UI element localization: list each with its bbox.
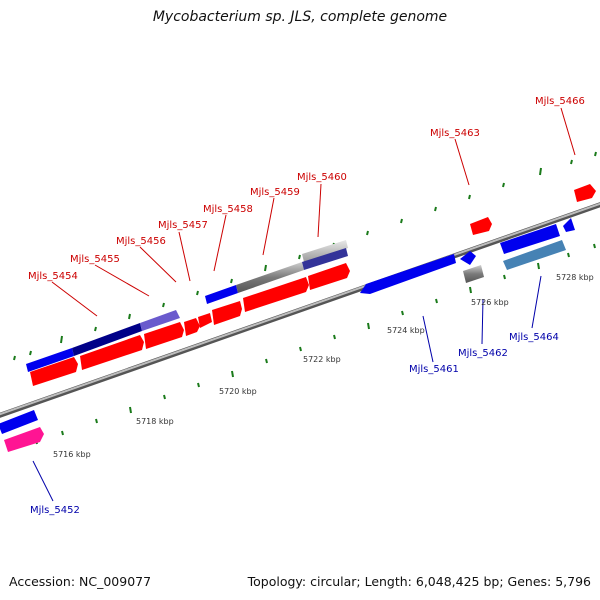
accession-text: Accession: NC_009077: [9, 574, 152, 589]
gene-label-5452[interactable]: Mjls_5452: [30, 505, 80, 516]
gene-red-8[interactable]: [308, 263, 350, 290]
gene-label-5460[interactable]: Mjls_5460: [297, 172, 347, 183]
gene-red-6[interactable]: [212, 301, 242, 325]
gene-red-3[interactable]: [144, 322, 184, 349]
gene-red-4[interactable]: [184, 318, 200, 336]
gene-purple-1[interactable]: [140, 310, 180, 331]
gene-red-5463[interactable]: [470, 217, 492, 235]
scale-label-5722: 5722 kbp: [303, 355, 341, 364]
scale-label-5716: 5716 kbp: [53, 450, 91, 459]
gene-lightgray-1[interactable]: [302, 240, 348, 270]
scale-label-5726: 5726 kbp: [471, 298, 509, 307]
gene-red-7[interactable]: [243, 277, 309, 312]
gene-gray-5462[interactable]: [463, 265, 484, 283]
label-leaders-forward: [51, 107, 576, 317]
gene-label-5458[interactable]: Mjls_5458: [203, 204, 253, 215]
gene-blue-1[interactable]: [26, 348, 74, 372]
gene-label-5466[interactable]: Mjls_5466: [535, 96, 585, 107]
gene-blue-5461[interactable]: [360, 254, 456, 294]
gene-red-5[interactable]: [198, 313, 212, 328]
gene-red-1[interactable]: [30, 357, 78, 386]
gene-pink-5452[interactable]: [4, 427, 44, 452]
gene-label-5463[interactable]: Mjls_5463: [430, 128, 480, 139]
scale-label-5718: 5718 kbp: [136, 417, 174, 426]
gene-blue-small[interactable]: [460, 251, 476, 265]
gene-label-5456[interactable]: Mjls_5456: [116, 236, 166, 247]
gene-gray-1[interactable]: [236, 262, 304, 293]
gene-label-5455[interactable]: Mjls_5455: [70, 254, 120, 265]
map-title: Mycobacterium sp. JLS, complete genome: [152, 9, 448, 25]
gene-label-5462[interactable]: Mjls_5462: [458, 348, 508, 359]
gene-label-5454[interactable]: Mjls_5454: [28, 271, 78, 282]
gene-blue-2[interactable]: [205, 285, 238, 304]
genome-backbone-highlight: [0, 202, 600, 416]
gene-blue-5464a[interactable]: [500, 224, 560, 254]
gene-label-5459[interactable]: Mjls_5459: [250, 187, 300, 198]
gene-steelblue-5464[interactable]: [503, 240, 566, 270]
gene-label-5461[interactable]: Mjls_5461: [409, 364, 459, 375]
gene-label-5464[interactable]: Mjls_5464: [509, 332, 559, 343]
gene-red-2[interactable]: [80, 335, 144, 370]
gene-label-5457[interactable]: Mjls_5457: [158, 220, 208, 231]
scale-label-5720: 5720 kbp: [219, 387, 257, 396]
gene-navy-1[interactable]: [72, 323, 142, 356]
label-leaders-reverse: [32, 275, 542, 502]
genome-summary-text: Topology: circular; Length: 6,048,425 bp…: [247, 574, 591, 589]
gene-red-5466[interactable]: [574, 184, 596, 202]
gene-blue-left[interactable]: [0, 410, 38, 434]
scale-label-5724: 5724 kbp: [387, 326, 425, 335]
gene-blue-tiny[interactable]: [563, 218, 575, 232]
scale-label-5728: 5728 kbp: [556, 273, 594, 282]
